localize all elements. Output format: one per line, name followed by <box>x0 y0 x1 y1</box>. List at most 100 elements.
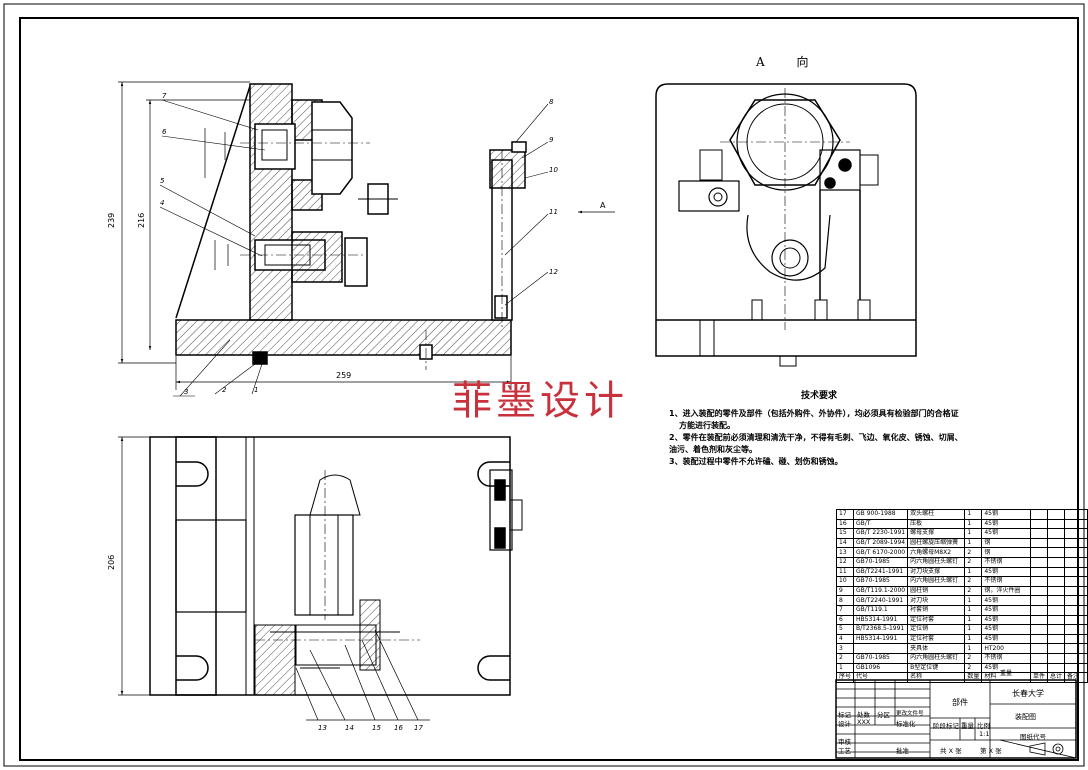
bom-cell-no: 5 <box>835 624 855 635</box>
bom-header-unit-weight: 单件 <box>1029 672 1049 683</box>
tb-mark-label: 标记 <box>838 711 851 719</box>
tech-notes-title: 技术要求 <box>800 391 837 401</box>
bom-header-code: 代号 <box>853 672 909 683</box>
bom-cell-no: 9 <box>835 585 855 597</box>
tb-company: 长春大学 <box>1012 689 1044 698</box>
bom-cell-unit-weight <box>1029 633 1049 645</box>
balloon-15: 15 <box>372 724 381 732</box>
bom-cell-total-weight <box>1047 518 1066 530</box>
bom-cell-total-weight <box>1047 566 1066 578</box>
bom-cell-code: GB/T 2089-1994 <box>853 537 909 549</box>
bom-cell-code <box>853 643 909 654</box>
tb-change-label: 更改文件号 <box>896 711 924 717</box>
dim-length: 259 <box>336 371 351 380</box>
bom-cell-qty: 2 <box>964 547 983 558</box>
balloon-11: 11 <box>549 208 558 216</box>
balloon-17: 17 <box>414 724 423 732</box>
technical-requirements: 技术要求 1、进入装配的零件及部件（包括外购件、外协件），均必须具有检验部门的合… <box>669 390 969 468</box>
bom-cell-name: 定位衬套 <box>907 614 966 626</box>
bom-cell-total-weight <box>1047 633 1066 645</box>
balloon-4: 4 <box>160 199 164 207</box>
bom-cell-no: 10 <box>835 576 855 587</box>
balloon-6: 6 <box>162 128 167 136</box>
bom-cell-material: 钢，淬火件圈 <box>981 585 1031 597</box>
bom-cell-name: 定位衬套 <box>907 633 966 645</box>
bom-weight-label: 重量 <box>1000 670 1013 677</box>
bom-cell-material: 45钢 <box>981 595 1031 606</box>
bom-cell-no: 12 <box>835 556 855 568</box>
bom-cell-code: GB/T119.1 <box>853 604 909 616</box>
bom-cell-unit-weight <box>1029 643 1049 654</box>
tb-scale: 1:1 <box>979 730 990 738</box>
bom-cell-no: 15 <box>835 528 855 539</box>
projection-symbol <box>1029 742 1064 756</box>
bom-cell-code: GB1096 <box>853 662 909 674</box>
bom-cell-name: 对刀块 <box>907 595 966 606</box>
top-view <box>149 436 523 696</box>
tb-part-name: 部件 <box>952 698 968 707</box>
bom-cell-name: 衬套销 <box>907 604 966 616</box>
bom-cell-qty: 1 <box>964 624 983 635</box>
tb-scale-label: 比例 <box>977 722 990 730</box>
bom-cell-material: 45钢 <box>981 518 1031 530</box>
bom-cell-qty: 1 <box>964 537 983 549</box>
tech-note-line: 1、进入装配的零件及部件（包括外购件、外协件），均必须具有检验部门的合格证 <box>669 409 959 418</box>
bom-cell-total-weight <box>1047 624 1066 635</box>
tb-drawing-no: 图纸代号 <box>1020 733 1046 741</box>
bom-cell-qty: 2 <box>964 652 983 664</box>
bom-cell-remark <box>1064 556 1088 568</box>
bom-cell-unit-weight <box>1029 576 1049 587</box>
bom-cell-material: 不锈钢 <box>981 556 1031 568</box>
bom-cell-total-weight <box>1047 643 1066 654</box>
bom-cell-remark <box>1064 614 1088 626</box>
bom-cell-name: 内六角圆柱头螺钉 <box>907 556 966 568</box>
tb-sheets: 共 X 张 <box>940 747 962 755</box>
balloon-8: 8 <box>549 98 554 106</box>
bom-cell-qty: 2 <box>964 576 983 587</box>
bom-cell-name: 圆柱螺旋压缩弹簧 <box>907 537 966 549</box>
bom-cell-remark <box>1064 585 1088 597</box>
bom-cell-code: GB/T2240-1991 <box>853 595 909 606</box>
bom-cell-unit-weight <box>1029 652 1049 664</box>
bom-cell-unit-weight <box>1029 518 1049 530</box>
bom-cell-code: GB 900-1988 <box>853 509 909 520</box>
bom-cell-no: 17 <box>835 509 855 520</box>
outer-border <box>3 3 1085 767</box>
dim-overall-height: 239 <box>107 213 116 228</box>
balloon-10: 10 <box>549 166 558 174</box>
tech-note-line: 3、装配过程中零件不允许磕、碰、划伤和锈蚀。 <box>669 457 843 466</box>
front-view <box>175 83 527 365</box>
bom-cell-remark <box>1064 624 1088 635</box>
dim-inner-height: 216 <box>137 213 146 228</box>
balloon-16: 16 <box>394 724 403 732</box>
tb-weight-label: 重量 <box>961 722 974 730</box>
bom-cell-unit-weight <box>1029 537 1049 549</box>
bom-cell-name: 内六角圆柱头螺钉 <box>907 652 966 664</box>
bom-cell-name: 六角螺母M8X2 <box>907 547 966 558</box>
balloon-12: 12 <box>549 268 558 276</box>
bom-cell-qty: 1 <box>964 518 983 530</box>
bom-cell-unit-weight <box>1029 528 1049 539</box>
bom-cell-remark <box>1064 509 1088 520</box>
bom-cell-name: 压板 <box>907 518 966 530</box>
bom-cell-remark <box>1064 537 1088 549</box>
tb-standardize-label: 标准化 <box>896 720 916 728</box>
tb-drawing-name: 装配图 <box>1015 713 1036 721</box>
bom-cell-name: B型定位键 <box>907 662 966 674</box>
bom-cell-remark <box>1064 547 1088 558</box>
bom-cell-unit-weight <box>1029 509 1049 520</box>
tb-sheet: 第 X 张 <box>980 747 1002 755</box>
bom-cell-total-weight <box>1047 528 1066 539</box>
tb-zone-label: 分区 <box>877 711 890 719</box>
bom-cell-material: 45钢 <box>981 614 1031 626</box>
bom-cell-qty: 1 <box>964 614 983 626</box>
bom-cell-remark <box>1064 662 1088 674</box>
bom-cell-total-weight <box>1047 595 1066 606</box>
bom-cell-name: 双头螺柱 <box>907 509 966 520</box>
